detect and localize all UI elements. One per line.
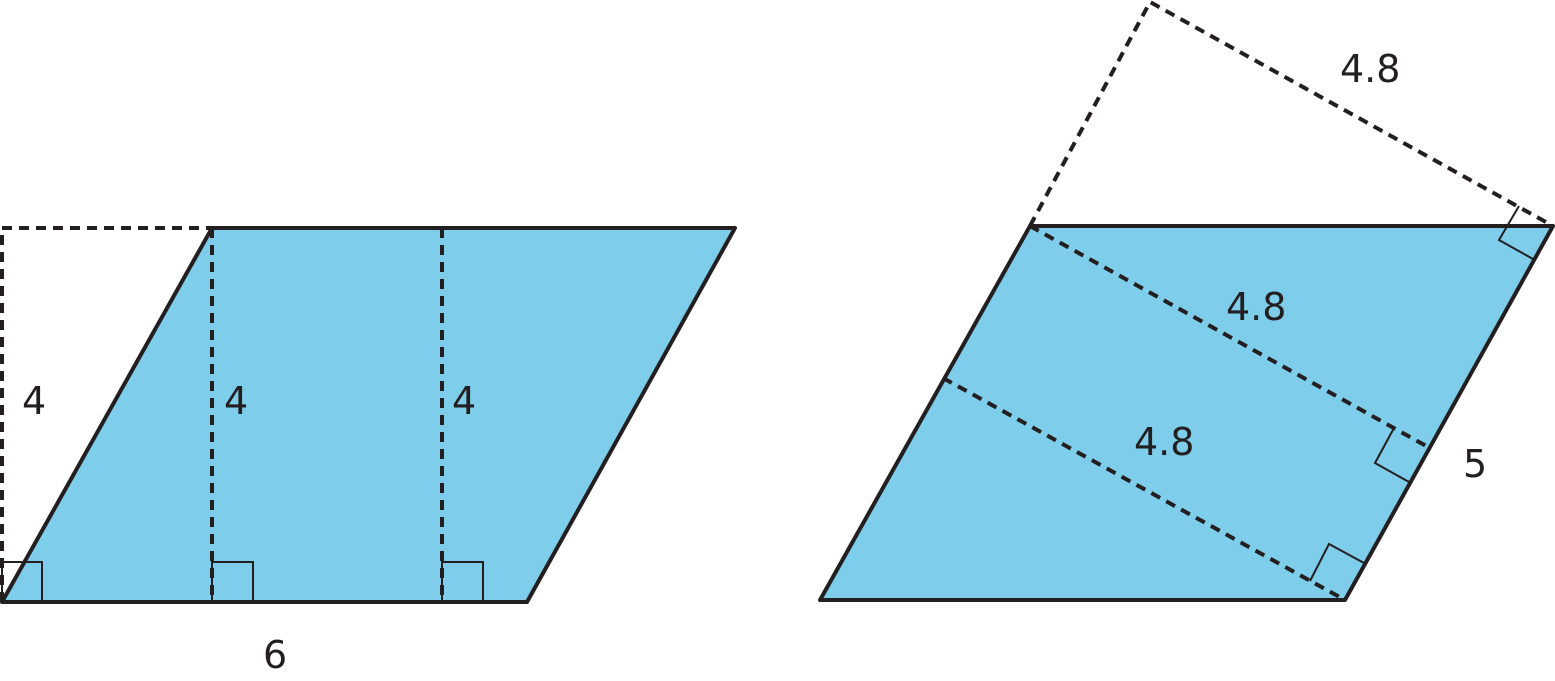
left-parallelogram: 4 4 4 6 — [0, 226, 737, 677]
height-label: 4 — [224, 379, 248, 423]
height-label: 4 — [452, 379, 476, 423]
base-label: 6 — [263, 633, 287, 677]
height-label: 4 — [22, 379, 46, 423]
height-label: 4.8 — [1134, 420, 1194, 464]
right-parallelogram: 4.8 4.8 4.8 5 — [818, 0, 1555, 602]
height-label: 4.8 — [1226, 285, 1286, 329]
side-label: 5 — [1463, 442, 1487, 486]
height-label: 4.8 — [1340, 47, 1400, 91]
